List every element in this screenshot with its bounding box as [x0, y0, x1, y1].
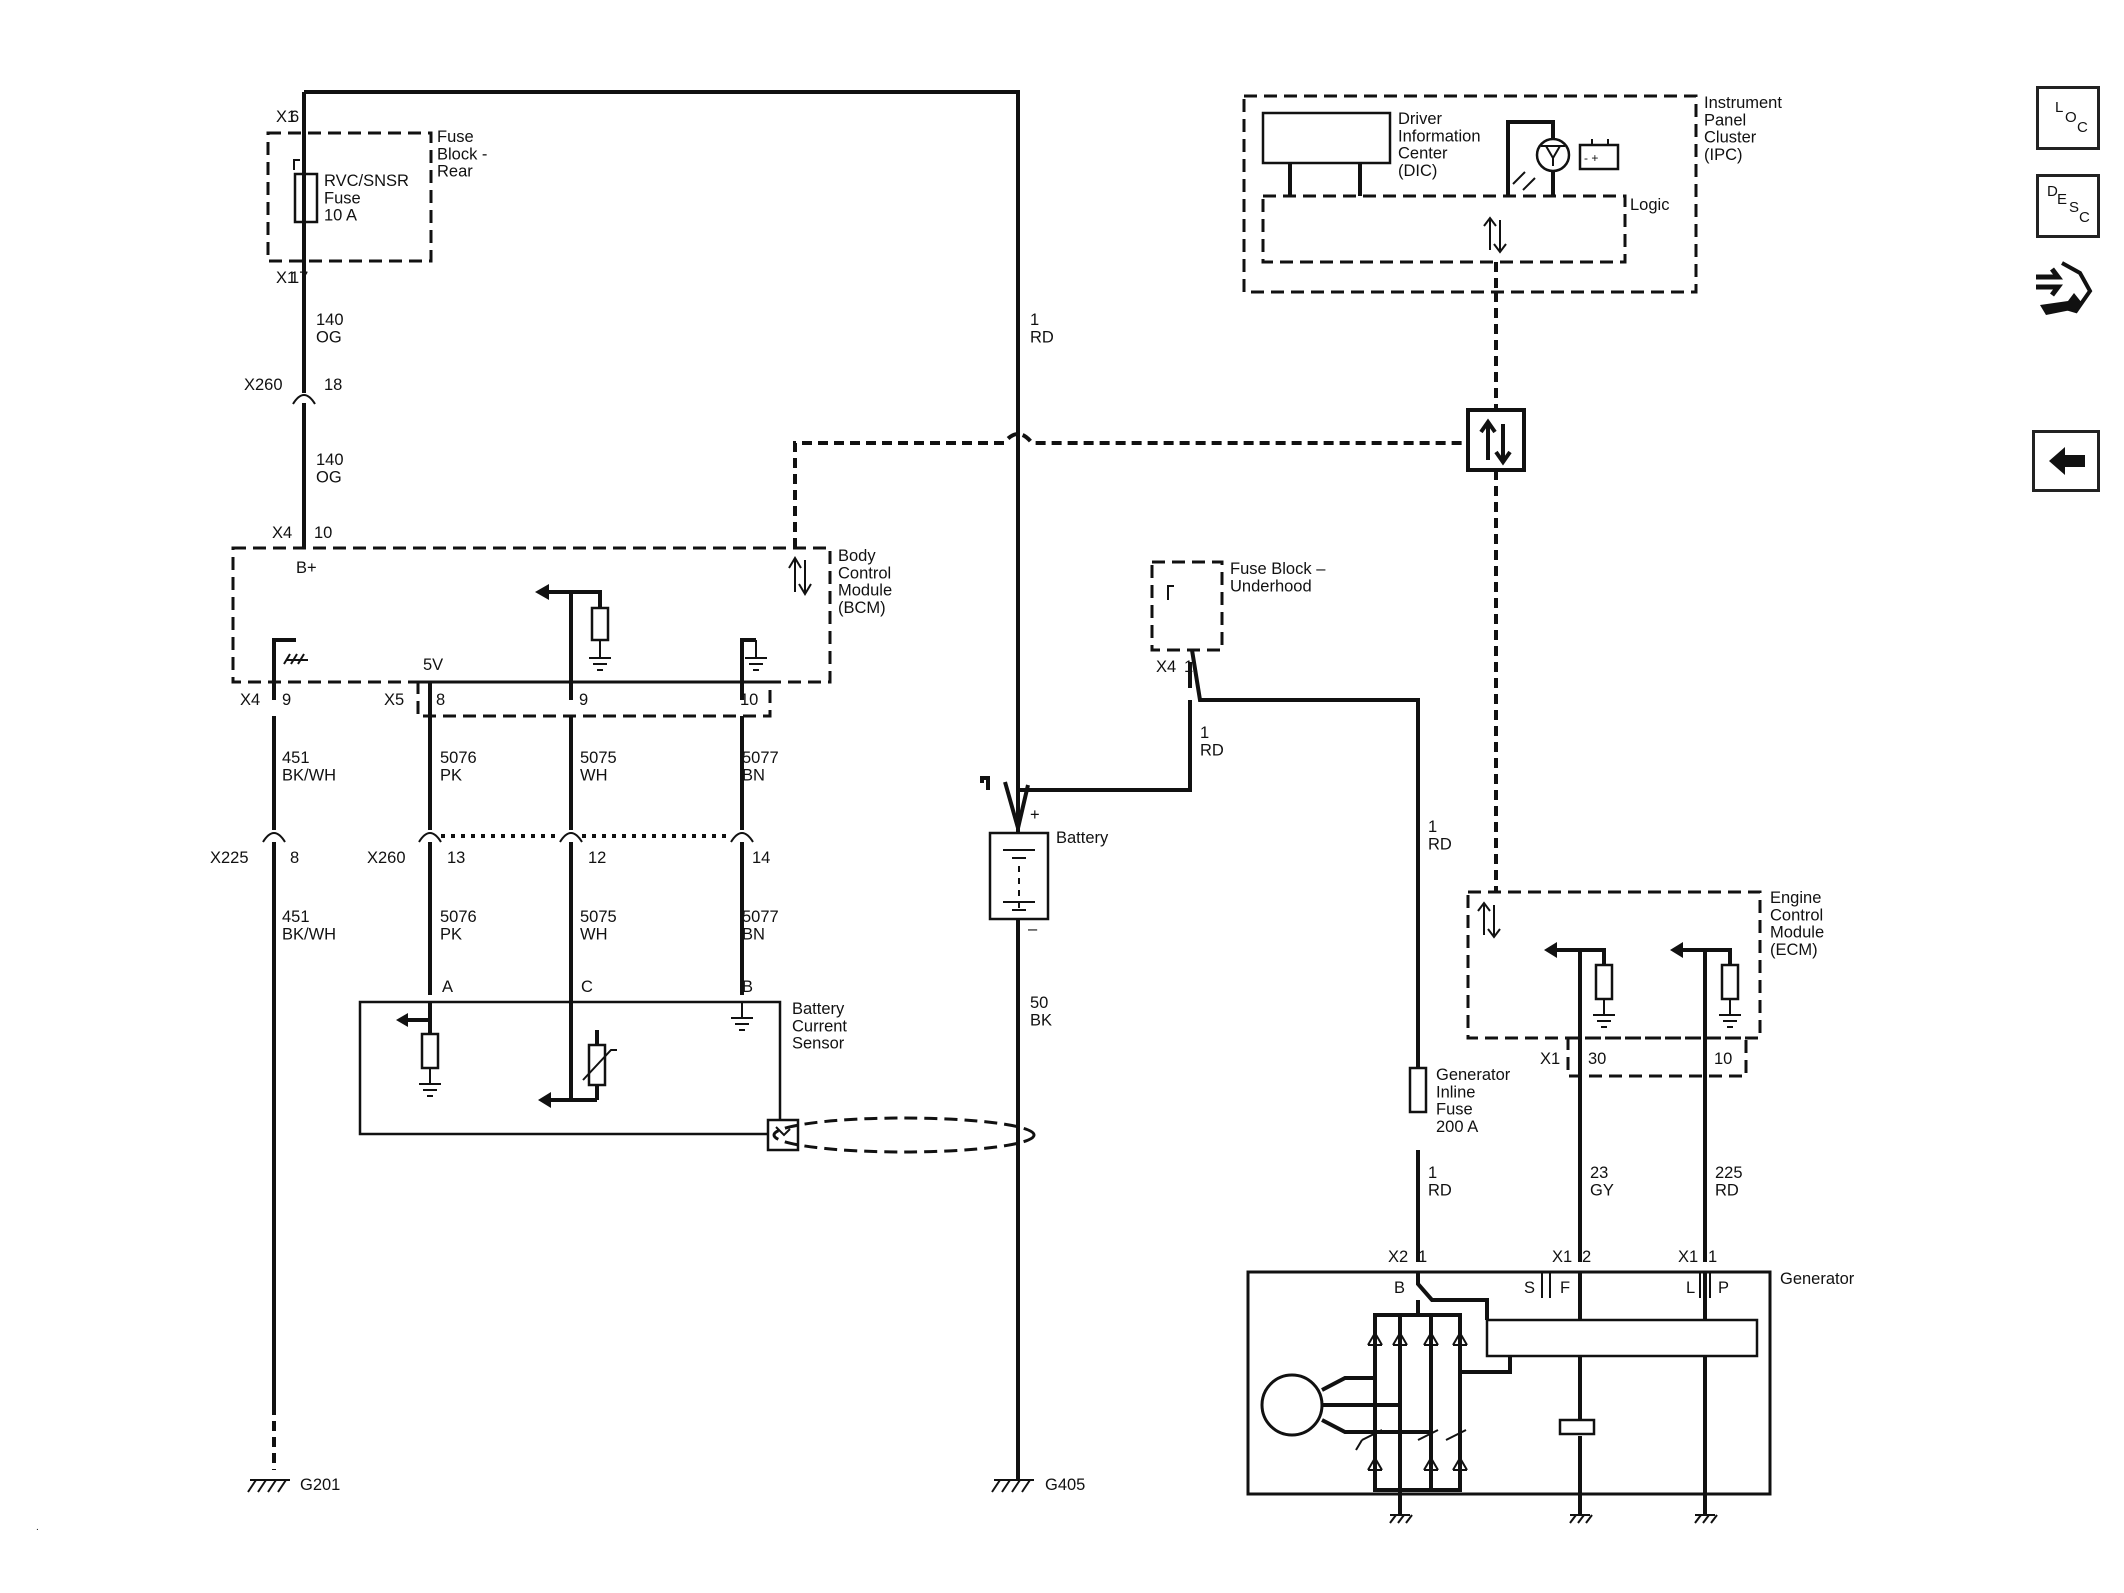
connector-pin-12: 12: [588, 849, 606, 867]
battery-label: Battery: [1056, 829, 1109, 847]
svg-text:- +: - +: [1584, 151, 1598, 165]
connector-pin-10: 10: [740, 691, 758, 709]
logic-label: Logic: [1630, 196, 1669, 214]
desc-letter-d: D: [2047, 183, 2058, 200]
gen-terminal-b: B: [1394, 1279, 1405, 1297]
generator-label: Generator: [1780, 1270, 1855, 1288]
loc-letter-c: C: [2077, 119, 2088, 136]
desc-letter-c: C: [2079, 209, 2090, 226]
bcm-b-plus: B+: [296, 559, 317, 577]
gen-terminal-f: F: [1560, 1279, 1570, 1297]
serial-data-junction: [1466, 408, 1526, 472]
battery-minus: –: [1028, 920, 1038, 938]
desc-letter-s: S: [2069, 199, 2080, 216]
connector-x5-dashed: [416, 680, 772, 718]
ground-g201-label: G201: [300, 1476, 340, 1494]
connector-x1-ecm: [1566, 1036, 1748, 1078]
connector-x260-18: [292, 394, 316, 405]
battery: + – Battery: [980, 662, 1192, 938]
bcs-pin-a: A: [442, 978, 453, 996]
loc-letter-l: L: [2055, 99, 2064, 116]
wire-main-rd: [304, 90, 1020, 1480]
ground-g405: [991, 1479, 1034, 1493]
sensor-clamp-ellipse: [772, 1116, 1036, 1154]
back-button[interactable]: [2032, 430, 2100, 492]
battery-plus: +: [1030, 806, 1040, 824]
svg-text:.: .: [36, 1522, 39, 1533]
connector-pin-14: 14: [752, 849, 770, 867]
connector-pin-9: 9: [579, 691, 588, 709]
serial-data-bus: [793, 432, 1468, 548]
ground-g405-label: G405: [1045, 1476, 1085, 1494]
loc-letter-o: O: [2065, 109, 2077, 126]
fuse-underhood-label: Fuse Block –Underhood: [1230, 560, 1326, 595]
connector-pin-10-ecm: 10: [1714, 1050, 1732, 1068]
description-button[interactable]: D E S C: [2036, 174, 2100, 238]
gen-terminal-p: P: [1718, 1279, 1729, 1297]
generator: Generator B S F L P: [1246, 1270, 1855, 1524]
back-arrow-icon: [2049, 447, 2085, 475]
ground-g201: [247, 1479, 290, 1493]
bcs-pin-b: B: [742, 978, 753, 996]
gen-terminal-s: S: [1524, 1279, 1535, 1297]
connector-x1-6: X16: [276, 108, 299, 126]
generator-inline-fuse: [1408, 1066, 1428, 1114]
location-button[interactable]: L O C: [2036, 86, 2100, 150]
fuse-block-underhood: Fuse Block –Underhood: [1150, 560, 1326, 652]
connector-wrench-icon: [2036, 261, 2093, 315]
desc-letter-e: E: [2057, 191, 2068, 208]
bcm-5v: 5V: [423, 656, 443, 674]
diagnostic-tool-button[interactable]: [2032, 255, 2104, 327]
gen-terminal-l: L: [1686, 1279, 1695, 1297]
bcs-pin-c: C: [581, 978, 593, 996]
